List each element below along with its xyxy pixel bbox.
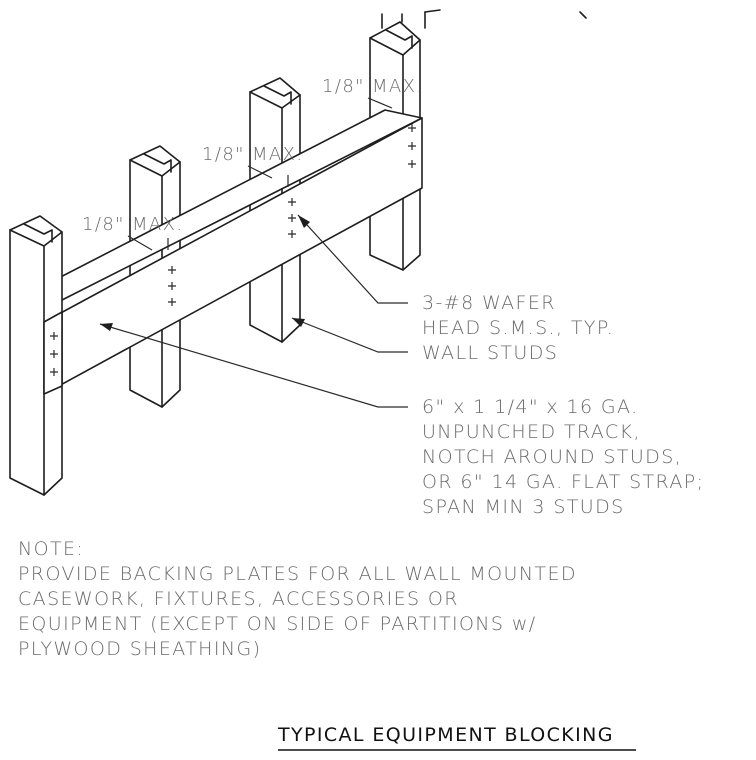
note-heading: NOTE: bbox=[18, 538, 84, 560]
dim-label-lower: 1/8" MAX. bbox=[82, 214, 183, 235]
screws-stud-1 bbox=[50, 332, 58, 376]
detail-title: TYPICAL EQUIPMENT BLOCKING bbox=[277, 724, 636, 751]
screws-callout-line-2: HEAD S.M.S., TYP. bbox=[422, 317, 614, 339]
dim-label-upper: 1/8" MAX. bbox=[322, 76, 423, 97]
note-line-4: PLYWOOD SHEATHING) bbox=[18, 638, 261, 660]
dimension-leaders bbox=[127, 97, 393, 251]
track-callout-line-2: UNPUNCHED TRACK, bbox=[422, 421, 641, 443]
track-callout-line-4: OR 6" 14 GA. FLAT STRAP; bbox=[422, 471, 704, 493]
note-line-2: CASEWORK, FIXTURES, ACCESSORIES OR bbox=[18, 588, 459, 610]
wall-stud-1 bbox=[9, 215, 63, 496]
note-line-1: PROVIDE BACKING PLATES FOR ALL WALL MOUN… bbox=[18, 563, 577, 585]
screws-stud-3 bbox=[288, 198, 296, 238]
studs-callout: WALL STUDS bbox=[422, 342, 558, 364]
screws-callout-line-1: 3-#8 WAFER bbox=[422, 292, 556, 314]
track-callout-line-3: NOTCH AROUND STUDS, bbox=[422, 446, 682, 468]
callout-leaders bbox=[99, 214, 408, 408]
track-callout-line-5: SPAN MIN 3 STUDS bbox=[422, 496, 625, 518]
track-callout-line-1: 6" x 1 1/4" x 16 GA. bbox=[422, 396, 639, 418]
screws-stud-4 bbox=[408, 124, 416, 168]
screws-stud-2 bbox=[168, 266, 176, 306]
dim-label-middle: 1/8" MAX. bbox=[202, 144, 303, 165]
backing-track bbox=[43, 109, 423, 395]
note-line-3: EQUIPMENT (EXCEPT ON SIDE OF PARTITIONS … bbox=[18, 613, 537, 635]
detail-title-text: TYPICAL EQUIPMENT BLOCKING bbox=[277, 724, 614, 746]
